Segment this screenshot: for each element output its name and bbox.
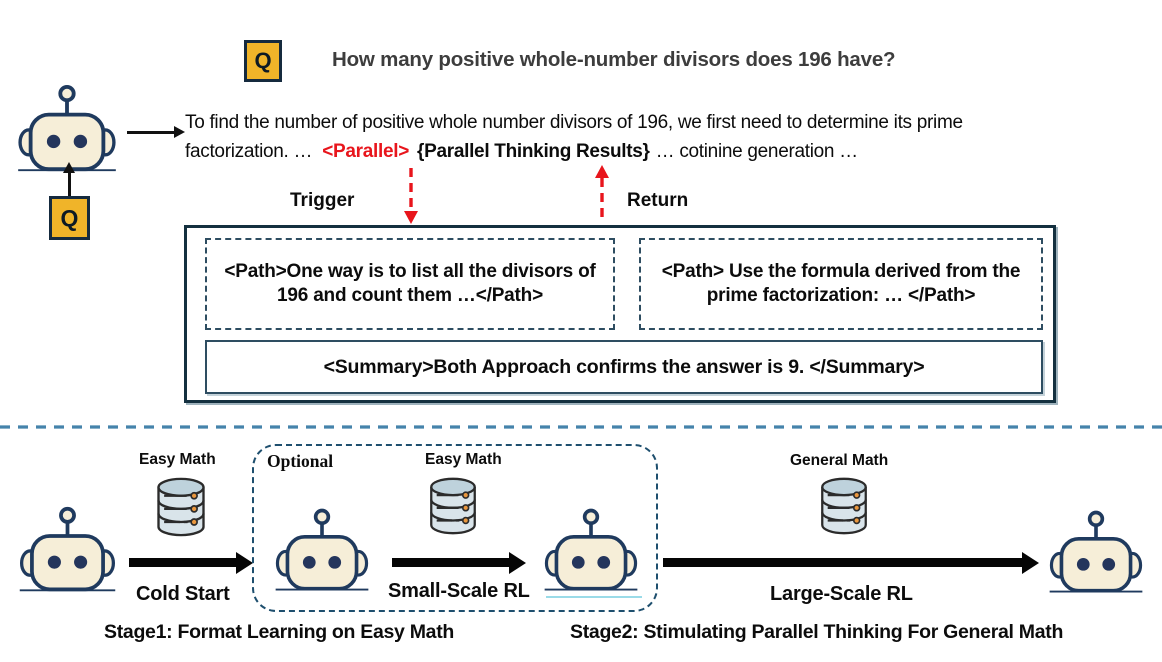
return-label: Return bbox=[627, 190, 689, 211]
question-badge-letter: Q bbox=[254, 48, 272, 73]
trigger-arrow-icon bbox=[402, 167, 420, 230]
optional-stage-box bbox=[252, 444, 658, 612]
question-badge: Q bbox=[244, 40, 282, 82]
small-scale-rl-label: Small-Scale RL bbox=[388, 580, 530, 602]
q-to-robot-arrow-icon bbox=[68, 172, 71, 196]
cold-start-arrow-icon bbox=[129, 558, 237, 567]
optional-label: Optional bbox=[267, 451, 334, 471]
robot-to-response-arrow-icon bbox=[127, 131, 175, 134]
summary-box: <Summary>Both Approach confirms the answ… bbox=[205, 340, 1043, 394]
question-badge-input-letter: Q bbox=[60, 204, 79, 231]
robot-icon bbox=[16, 506, 119, 599]
stage2-label: Stage2: Stimulating Parallel Thinking Fo… bbox=[570, 621, 1064, 643]
database-icon bbox=[815, 476, 873, 541]
parallel-results-tag: {Parallel Thinking Results} bbox=[417, 141, 650, 162]
section-divider bbox=[0, 418, 1162, 436]
trigger-label: Trigger bbox=[290, 190, 355, 211]
dataset-label-easy-math-2: Easy Math bbox=[425, 451, 502, 468]
stage1-label: Stage1: Format Learning on Easy Math bbox=[104, 621, 455, 643]
model-response-text: To find the number of positive whole num… bbox=[185, 108, 1150, 166]
large-scale-rl-label: Large-Scale RL bbox=[770, 583, 913, 605]
dataset-label-easy-math-1: Easy Math bbox=[139, 451, 216, 468]
return-arrow-icon bbox=[593, 164, 611, 229]
robot-icon bbox=[272, 507, 372, 599]
parallel-tag: <Parallel> bbox=[322, 141, 409, 162]
response-line2-post: … cotinine generation … bbox=[655, 141, 859, 162]
large-scale-rl-arrow-icon bbox=[663, 558, 1023, 567]
robot-icon-svg bbox=[18, 84, 116, 172]
question-badge-input: Q bbox=[49, 196, 90, 240]
robot-underline-decoration bbox=[546, 596, 642, 598]
question-text: How many positive whole-number divisors … bbox=[332, 48, 896, 71]
parallel-results-box: <Path>One way is to list all the divisor… bbox=[184, 225, 1056, 403]
path-box-left: <Path>One way is to list all the divisor… bbox=[205, 238, 615, 330]
dataset-label-general-math: General Math bbox=[790, 452, 889, 469]
path-box-right: <Path> Use the formula derived from the … bbox=[639, 238, 1043, 330]
response-line2-pre: factorization. … bbox=[185, 141, 313, 162]
robot-icon bbox=[1046, 509, 1146, 601]
robot-icon bbox=[541, 507, 641, 599]
database-icon bbox=[151, 476, 211, 543]
small-scale-rl-arrow-icon bbox=[392, 558, 510, 567]
response-line1: To find the number of positive whole num… bbox=[185, 112, 963, 133]
cold-start-label: Cold Start bbox=[136, 583, 230, 605]
database-icon bbox=[424, 476, 482, 541]
